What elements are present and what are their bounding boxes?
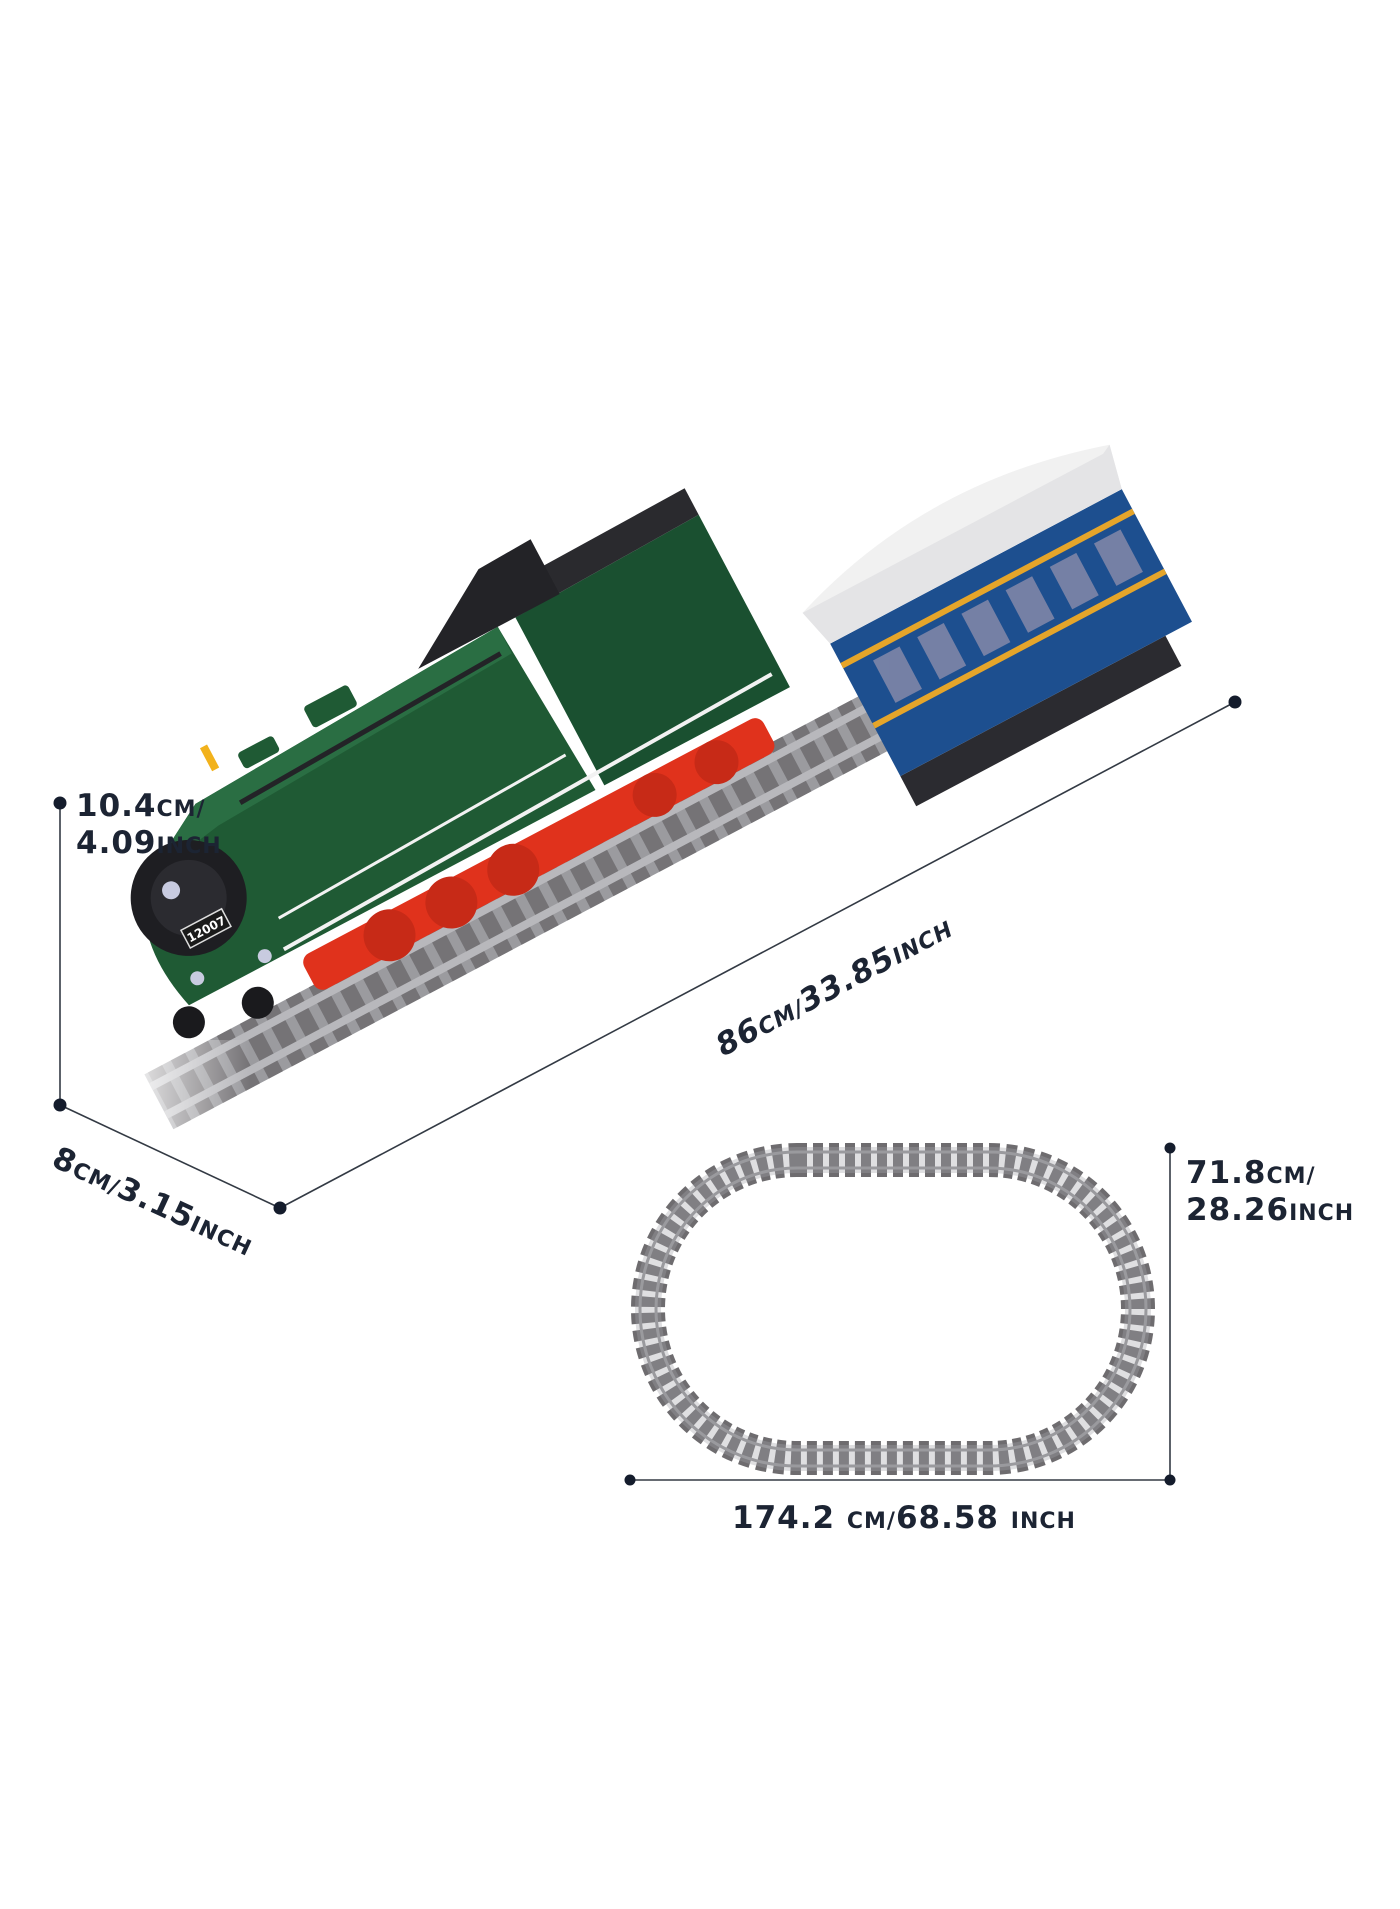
track-width-cm-value: 174.2 bbox=[732, 1500, 847, 1536]
height-in-unit: INCH bbox=[156, 833, 222, 859]
dimension-dots bbox=[53, 695, 1242, 1215]
height-in-value: 4.09 bbox=[76, 824, 157, 861]
track-width-cm-unit: CM/ bbox=[846, 1509, 896, 1534]
track-width-in-value: 68.58 bbox=[895, 1500, 1011, 1536]
track-height-cm-value: 71.8 bbox=[1186, 1155, 1267, 1191]
train-dimension-lines bbox=[59, 701, 1236, 1209]
track-height-in-unit: INCH bbox=[1289, 1200, 1355, 1226]
track-height-cm-unit: CM/ bbox=[1266, 1164, 1316, 1189]
track-height-label: 71.8CM/ 28.26INCH bbox=[1186, 1155, 1354, 1228]
oval-track-layout bbox=[631, 1143, 1155, 1475]
track-dimension-lines bbox=[630, 1148, 1171, 1481]
height-cm-value: 10.4 bbox=[76, 788, 157, 824]
track-height-in-value: 28.26 bbox=[1186, 1191, 1290, 1228]
height-cm-unit: CM/ bbox=[156, 797, 206, 822]
height-label: 10.4CM/ 4.09INCH bbox=[76, 788, 222, 861]
wheels-icon bbox=[303, 718, 775, 990]
passenger-coach bbox=[802, 444, 1192, 807]
track-width-label: 174.2 CM/68.58 INCH bbox=[732, 1500, 1076, 1537]
track-width-in-unit: INCH bbox=[1010, 1509, 1076, 1534]
steam-locomotive: 12007 bbox=[130, 488, 790, 1039]
